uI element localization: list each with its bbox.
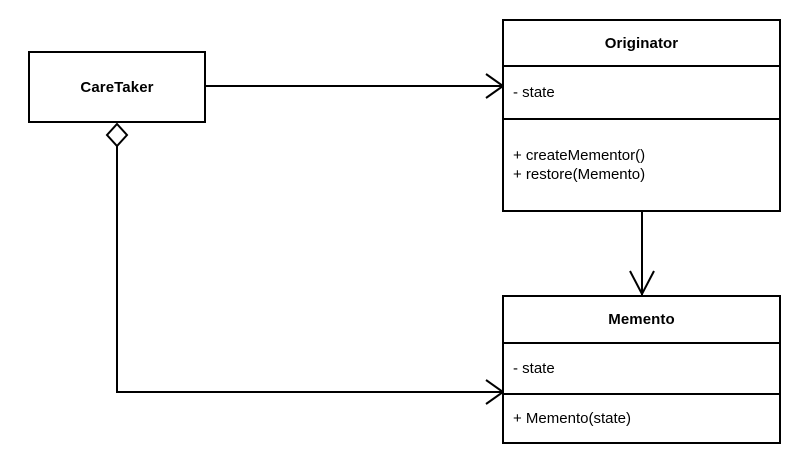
hollow-diamond-aggregation-icon	[105, 122, 129, 148]
open-arrow-head-memento-from-originator	[629, 270, 655, 297]
method-originator-restore: + restore(Memento)	[513, 166, 646, 183]
class-name-originator: Originator	[604, 34, 679, 52]
class-methods-memento: + Memento(state)	[504, 393, 779, 442]
connector-originator-to-memento[interactable]	[629, 212, 655, 297]
class-name-memento: Memento	[608, 311, 675, 328]
class-attributes-memento: - state	[504, 342, 779, 393]
uml-class-memento[interactable]: Memento - state + Memento(state)	[502, 295, 781, 444]
connector-caretaker-to-memento[interactable]	[105, 122, 505, 405]
class-attributes-originator: - state	[504, 65, 779, 118]
method-memento-constructor: + Memento(state)	[513, 410, 631, 427]
attribute-originator-state: - state	[513, 84, 555, 101]
class-name-caretaker: CareTaker	[80, 78, 154, 96]
uml-class-caretaker[interactable]: CareTaker	[28, 51, 206, 123]
connector-caretaker-to-originator[interactable]	[206, 73, 505, 99]
class-methods-originator: + createMementor() + restore(Memento)	[504, 118, 779, 210]
aggregation-line-caretaker-memento	[116, 146, 502, 393]
attribute-memento-state: - state	[513, 360, 555, 377]
uml-class-originator[interactable]: Originator - state + createMementor() + …	[502, 19, 781, 212]
method-originator-create-mementor: + createMementor()	[513, 147, 646, 164]
